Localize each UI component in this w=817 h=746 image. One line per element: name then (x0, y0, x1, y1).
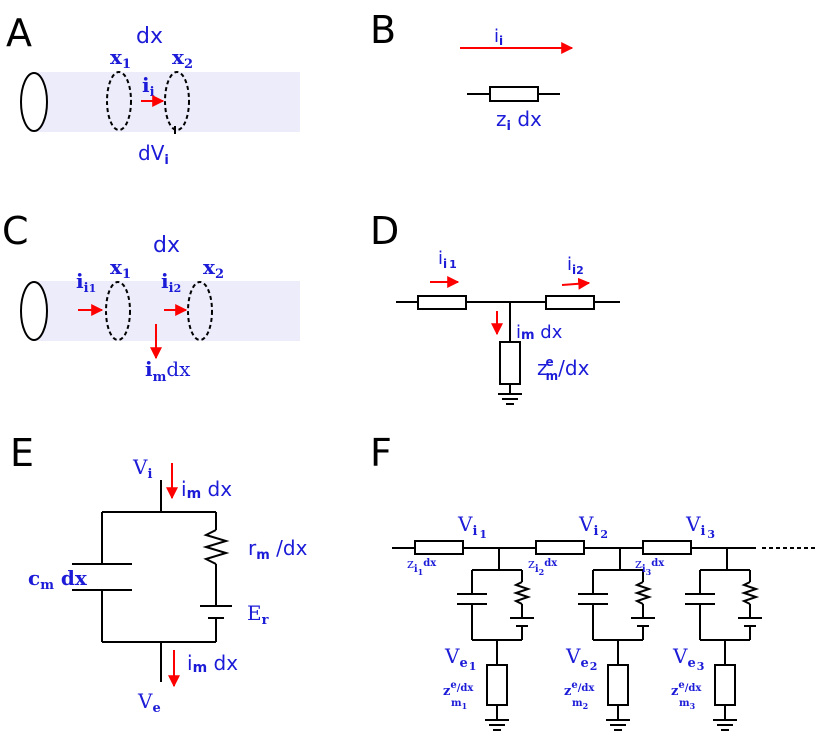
panel-letter-c: C (2, 209, 29, 253)
current-label-b: ii (494, 26, 503, 48)
current-out-label-d: ii2 (567, 254, 584, 277)
membrane-impedance-d (499, 341, 521, 385)
zi-label-2: zi2dx (528, 557, 558, 577)
x1-label-a: x1 (110, 45, 131, 72)
rm-label-e: rm /dx (248, 536, 308, 563)
zm-sub-label-2: m2 (572, 698, 588, 711)
x2-label-a: x2 (172, 45, 193, 72)
membrane-resistor-3 (740, 581, 760, 605)
x1-label-c: x1 (110, 255, 131, 282)
extracellular-impedance-2 (607, 664, 629, 706)
zi-label-1: zi1dx (407, 557, 437, 577)
cross-section-x1-a (106, 71, 132, 131)
cross-section-x1-c (105, 281, 131, 341)
vi-label-e: Vi (132, 455, 152, 482)
panel-e: E Vi im dx rm /dx cm dx Er im dx Ve (10, 431, 308, 716)
ground-icon (605, 719, 631, 731)
er-label-e: Er (247, 601, 269, 628)
zm-label-2: ze/dx (564, 680, 595, 699)
zi-label-3: zi3dx (635, 557, 665, 577)
ve-label-e: Ve (137, 689, 161, 716)
cable-end-c (20, 281, 48, 341)
ve-label-3: Ve3 (672, 644, 704, 673)
current-out-arrow-d (561, 277, 591, 290)
current-in-label-c: ii1 (76, 269, 96, 296)
resistor-right-d (545, 295, 595, 310)
membrane-current-label-c: imdx (145, 357, 191, 385)
im-bottom-label-e: im dx (187, 651, 238, 676)
cm-label-e: cm dx (28, 566, 88, 593)
impedance-resistor-b (489, 86, 539, 102)
panel-b: B ii zi dx (370, 8, 574, 134)
panel-a: A dx x1 x2 ii dVi (6, 11, 300, 168)
panel-letter-d: D (370, 209, 399, 253)
cross-section-x2-a (164, 71, 190, 131)
extracellular-impedance-1 (486, 664, 508, 706)
panel-letter-a: A (6, 11, 32, 55)
zm-label-3: ze/dx (671, 680, 702, 699)
ground-icon (497, 393, 523, 405)
im-top-label-e: im dx (181, 477, 232, 502)
panel-letter-f: F (370, 431, 392, 475)
impedance-label-b: zi dx (496, 107, 542, 134)
dx-label-c: dx (153, 233, 180, 258)
current-label-a: ii (142, 73, 155, 100)
cable-end-a (20, 72, 48, 132)
ve-label-1: Ve1 (444, 644, 476, 673)
membrane-current-label-d: im dx (516, 322, 563, 343)
membrane-resistor-2 (633, 581, 653, 605)
axial-resistor-2 (535, 540, 585, 555)
panel-letter-e: E (10, 431, 34, 475)
zm-label-1: ze/dx (443, 680, 474, 699)
extracellular-impedance-3 (714, 664, 736, 706)
zm-sub-label-1: m1 (451, 698, 467, 711)
membrane-resistor-1 (512, 581, 532, 605)
ground-icon (712, 719, 738, 731)
panel-letter-b: B (370, 8, 396, 52)
ve-label-2: Ve2 (565, 644, 597, 673)
current-out-label-c: ii2 (161, 269, 181, 296)
x2-label-c: x2 (203, 255, 224, 282)
resistor-left-d (417, 295, 467, 310)
ground-icon (484, 719, 510, 731)
axial-resistor-3 (642, 540, 692, 555)
membrane-resistor-e (202, 529, 230, 565)
axial-resistor-1 (414, 540, 464, 555)
zm-sub-label-3: m3 (679, 698, 696, 711)
cross-section-x2-c (187, 281, 213, 341)
cable-tube-a (34, 72, 300, 132)
voltage-label-a: dVi (138, 141, 169, 168)
panel-c: C dx x1 x2 ii1 ii2 imdx (2, 209, 300, 385)
dx-label-a: dx (136, 24, 163, 49)
